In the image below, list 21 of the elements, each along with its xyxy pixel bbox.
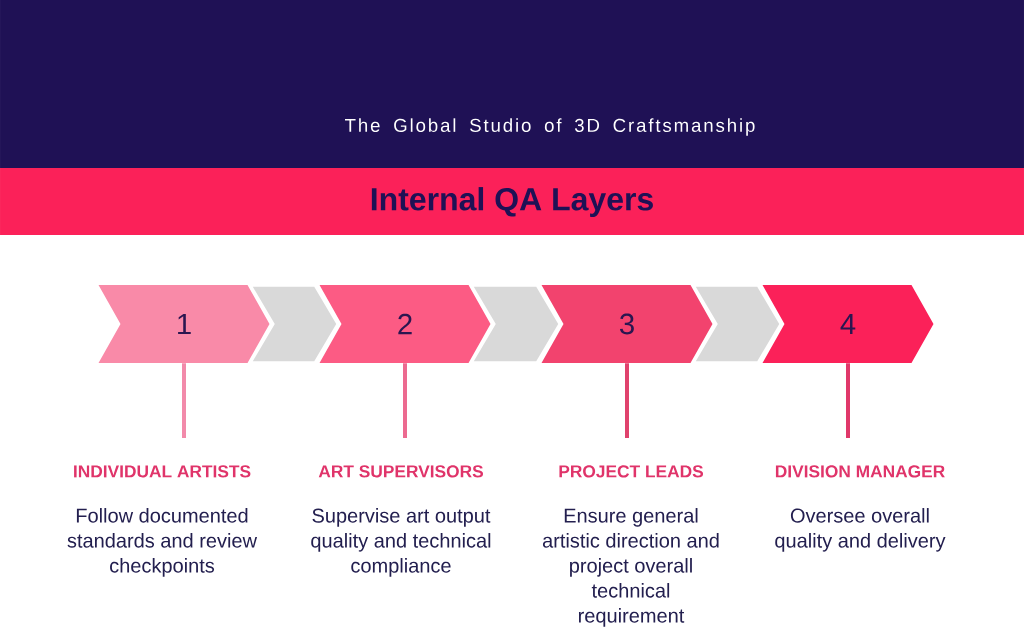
role-heading: ART SUPERVISORS <box>318 465 483 478</box>
connector-line <box>182 363 186 438</box>
connector-line <box>846 363 850 438</box>
step-chevron: 3 <box>541 285 713 363</box>
role-heading: INDIVIDUAL ARTISTS <box>74 465 251 478</box>
role-heading: DIVISION MANAGER <box>775 465 945 478</box>
tagline: The Global Studio of 3D Craftsmanship <box>345 118 755 136</box>
title-banner: Internal QA Layers <box>0 168 1024 235</box>
step-chevron: 2 <box>319 285 491 363</box>
chevron-arrow <box>473 286 559 362</box>
step-chevron: 4 <box>762 285 934 363</box>
connector-line <box>403 363 407 438</box>
role-heading: PROJECT LEADS <box>559 465 704 478</box>
step-chevron: 1 <box>98 285 270 363</box>
description: Supervise art output quality and technical compliance <box>311 508 491 577</box>
chevron-arrow <box>252 286 337 362</box>
description: Ensure general artistic direction and project overall technical requirement <box>542 508 719 627</box>
connector-line <box>625 363 629 438</box>
description: Oversee overall quality and delivery <box>775 508 946 552</box>
chevron-arrow <box>695 286 780 362</box>
description: Follow documented standards and review checkpoints <box>67 508 258 577</box>
